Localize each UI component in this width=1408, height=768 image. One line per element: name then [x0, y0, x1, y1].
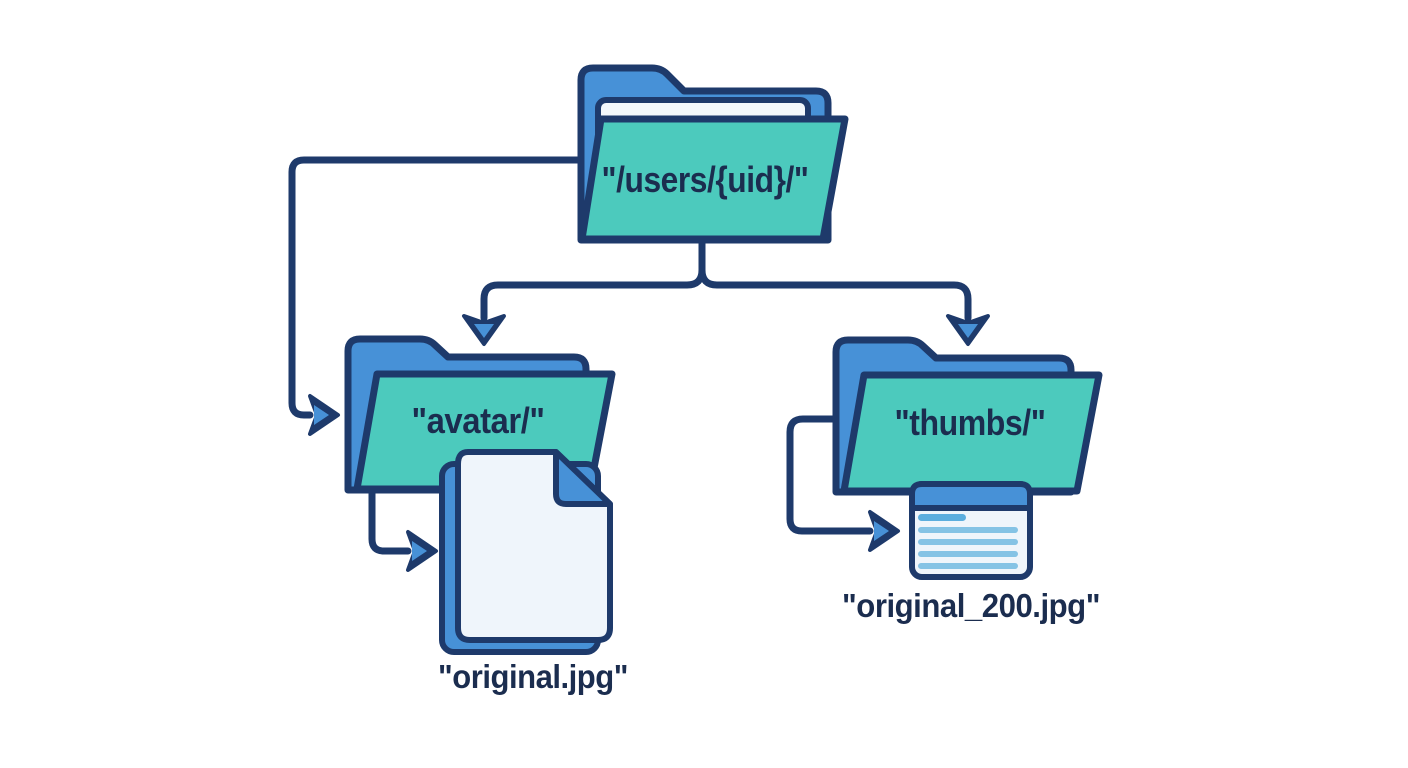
folder-flap-icon: [840, 371, 1103, 495]
connector-root-branches: [462, 236, 990, 346]
folder-flap-icon: [578, 115, 849, 243]
arrowhead-inner: [874, 521, 889, 541]
connector-avatar-to-file: [368, 486, 438, 572]
connector-line: [288, 156, 585, 419]
connector-root-to-avatar-side: [288, 156, 585, 436]
connector-line-right-branch: [698, 236, 972, 322]
original-file-node: "original.jpg": [438, 449, 629, 695]
thumbs-folder-node: "thumbs/": [832, 336, 1103, 496]
thumb-file-node: "original_200.jpg": [842, 481, 1101, 624]
thumb-card-line: [918, 539, 1018, 545]
arrowhead-inner: [958, 324, 978, 338]
arrowhead-inner: [474, 324, 494, 338]
connector-line: [786, 415, 874, 535]
root-folder-label: "/users/{uid}/": [602, 159, 809, 200]
thumb-card-line: [918, 527, 1018, 533]
original-file-label: "original.jpg": [438, 658, 628, 695]
file-fold-corner-icon: [553, 449, 613, 507]
thumb-file-label: "original_200.jpg": [842, 587, 1100, 624]
arrowhead-inner: [314, 405, 329, 425]
thumb-card-header-icon: [909, 481, 1033, 511]
thumb-card-line-short: [918, 514, 966, 521]
thumbs-folder-label: "thumbs/": [895, 402, 1046, 443]
connector-line-left-branch: [480, 236, 706, 322]
thumb-card-line: [918, 563, 1018, 569]
arrowhead-inner: [412, 541, 427, 561]
connector-line: [368, 486, 412, 555]
thumb-card-line: [918, 551, 1018, 557]
root-folder-node: "/users/{uid}/": [577, 64, 849, 244]
connector-thumbs-to-file: [786, 415, 900, 552]
avatar-folder-label: "avatar/": [412, 400, 545, 441]
